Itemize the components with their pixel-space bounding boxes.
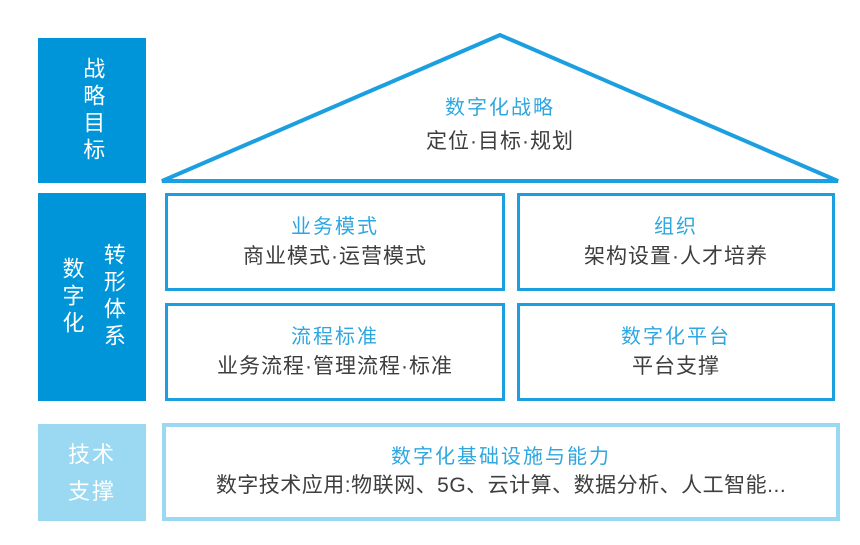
foundation-box: 数字化基础设施与能力 数字技术应用:物联网、5G、云计算、数据分析、人工智能..… bbox=[162, 423, 840, 521]
cell-digital-platform-subtitle: 平台支撑 bbox=[632, 354, 720, 378]
roof-text-block: 数字化战略 定位·目标·规划 bbox=[160, 96, 840, 154]
cell-digital-platform: 数字化平台 平台支撑 bbox=[517, 303, 835, 401]
cell-business-model: 业务模式 商业模式·运营模式 bbox=[165, 193, 505, 291]
cell-organization: 组织 架构设置·人才培养 bbox=[517, 193, 835, 291]
strategy-roof-outline bbox=[161, 32, 839, 183]
cell-digital-platform-title: 数字化平台 bbox=[621, 325, 731, 348]
cell-process-standards: 流程标准 业务流程·管理流程·标准 bbox=[165, 303, 505, 401]
roof-title: 数字化战略 bbox=[445, 97, 555, 119]
strategy-goals-rail: 战略目标 bbox=[38, 38, 146, 183]
cell-organization-title: 组织 bbox=[654, 215, 698, 238]
tech-support-label-line2: 支撑 bbox=[67, 478, 116, 504]
strategy-goals-label: 战略目标 bbox=[80, 56, 106, 165]
transform-rail-label-left: 数字化 bbox=[59, 256, 85, 338]
tech-support-rail: 技术 支撑 bbox=[38, 424, 146, 521]
digital-transformation-rail: 数字化 转形体系 bbox=[38, 193, 146, 401]
cell-process-standards-title: 流程标准 bbox=[291, 325, 379, 348]
foundation-subtitle: 数字技术应用:物联网、5G、云计算、数据分析、人工智能... bbox=[215, 474, 787, 497]
cell-business-model-title: 业务模式 bbox=[291, 215, 379, 238]
transform-rail-label-right: 转形体系 bbox=[100, 243, 126, 351]
foundation-title: 数字化基础设施与能力 bbox=[391, 446, 611, 468]
cell-process-standards-subtitle: 业务流程·管理流程·标准 bbox=[217, 354, 453, 378]
roof-subtitle: 定位·目标·规划 bbox=[426, 130, 574, 153]
cell-business-model-subtitle: 商业模式·运营模式 bbox=[243, 244, 427, 268]
cell-organization-subtitle: 架构设置·人才培养 bbox=[584, 244, 768, 268]
tech-support-label-line1: 技术 bbox=[67, 441, 116, 467]
